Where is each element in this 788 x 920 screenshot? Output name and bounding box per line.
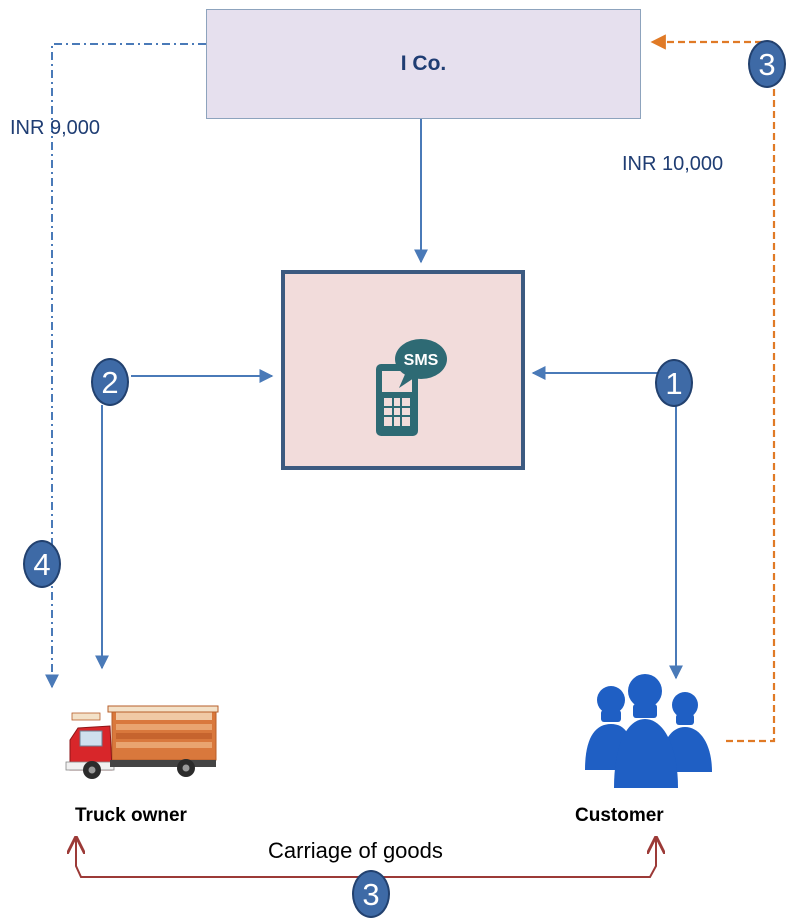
ico-label: I Co. [400,52,447,75]
truck-icon [65,705,219,779]
sms-phone-icon: SMS [376,339,447,436]
payment-from-customer-label: INR 10,000 [622,153,724,175]
step-4-badge: 4 [23,540,61,588]
step-2-badge: 2 [91,358,129,406]
carriage-of-goods-label: Carriage of goods [268,838,443,863]
truck-owner-label: Truck owner [75,805,187,826]
step-3-carriage-badge: 3 [352,870,390,918]
customer-icon [585,674,712,788]
step-3-payment-badge: 3 [748,40,786,88]
step-1-badge: 1 [655,359,693,407]
sms-bubble-text: SMS [404,352,439,369]
ico-box: I Co. [206,9,641,119]
payment-to-truck-owner-line [45,43,206,689]
sms-platform-box: SMS [281,270,525,470]
payment-from-customer-line [650,34,776,743]
payment-to-truck-owner-label: INR 9,000 [10,117,101,139]
customer-label: Customer [575,805,664,826]
